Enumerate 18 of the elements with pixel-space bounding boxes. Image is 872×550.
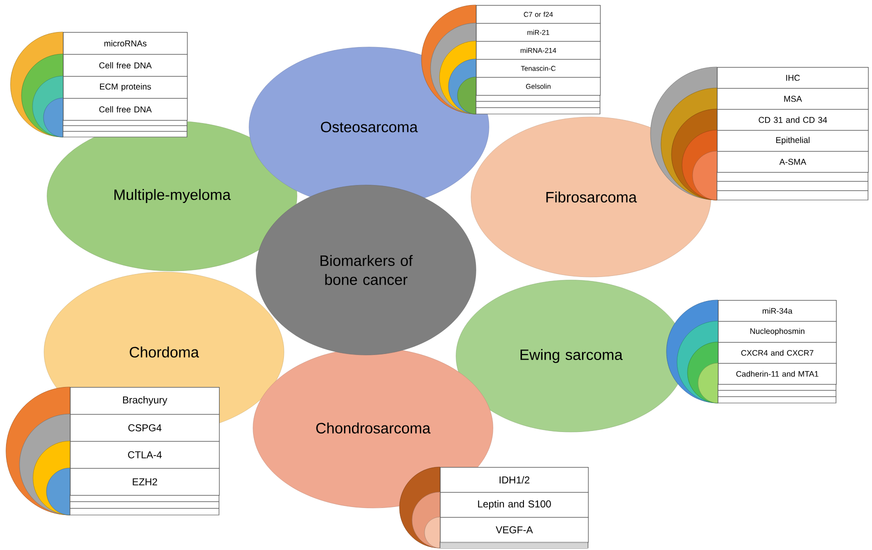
- list-cell: MSA: [717, 88, 869, 110]
- list-cell: EZH2: [70, 468, 220, 496]
- list-cell: IDH1/2: [440, 467, 589, 493]
- list-cell: ECM proteins: [63, 76, 188, 99]
- list-cell: IHC: [717, 67, 869, 89]
- list-cell: Cadherin-11 and MTA1: [718, 363, 837, 385]
- list-cell: CTLA-4: [70, 441, 220, 469]
- list-cell: CD 31 and CD 34: [717, 109, 869, 131]
- list-cell: Leptin and S100: [440, 492, 589, 518]
- list-cell: CSPG4: [70, 414, 220, 442]
- list-cell: Nucleophosmin: [718, 321, 837, 343]
- list-cell: CXCR4 and CXCR7: [718, 342, 837, 364]
- list-cell: miR-34a: [718, 300, 837, 322]
- list-cell: Epithelial: [717, 130, 869, 152]
- list-cell: Cell free DNA: [63, 98, 188, 121]
- list-cell: A-SMA: [717, 151, 869, 173]
- list-cell: Cell free DNA: [63, 54, 188, 77]
- list-cell: microRNAs: [63, 32, 188, 55]
